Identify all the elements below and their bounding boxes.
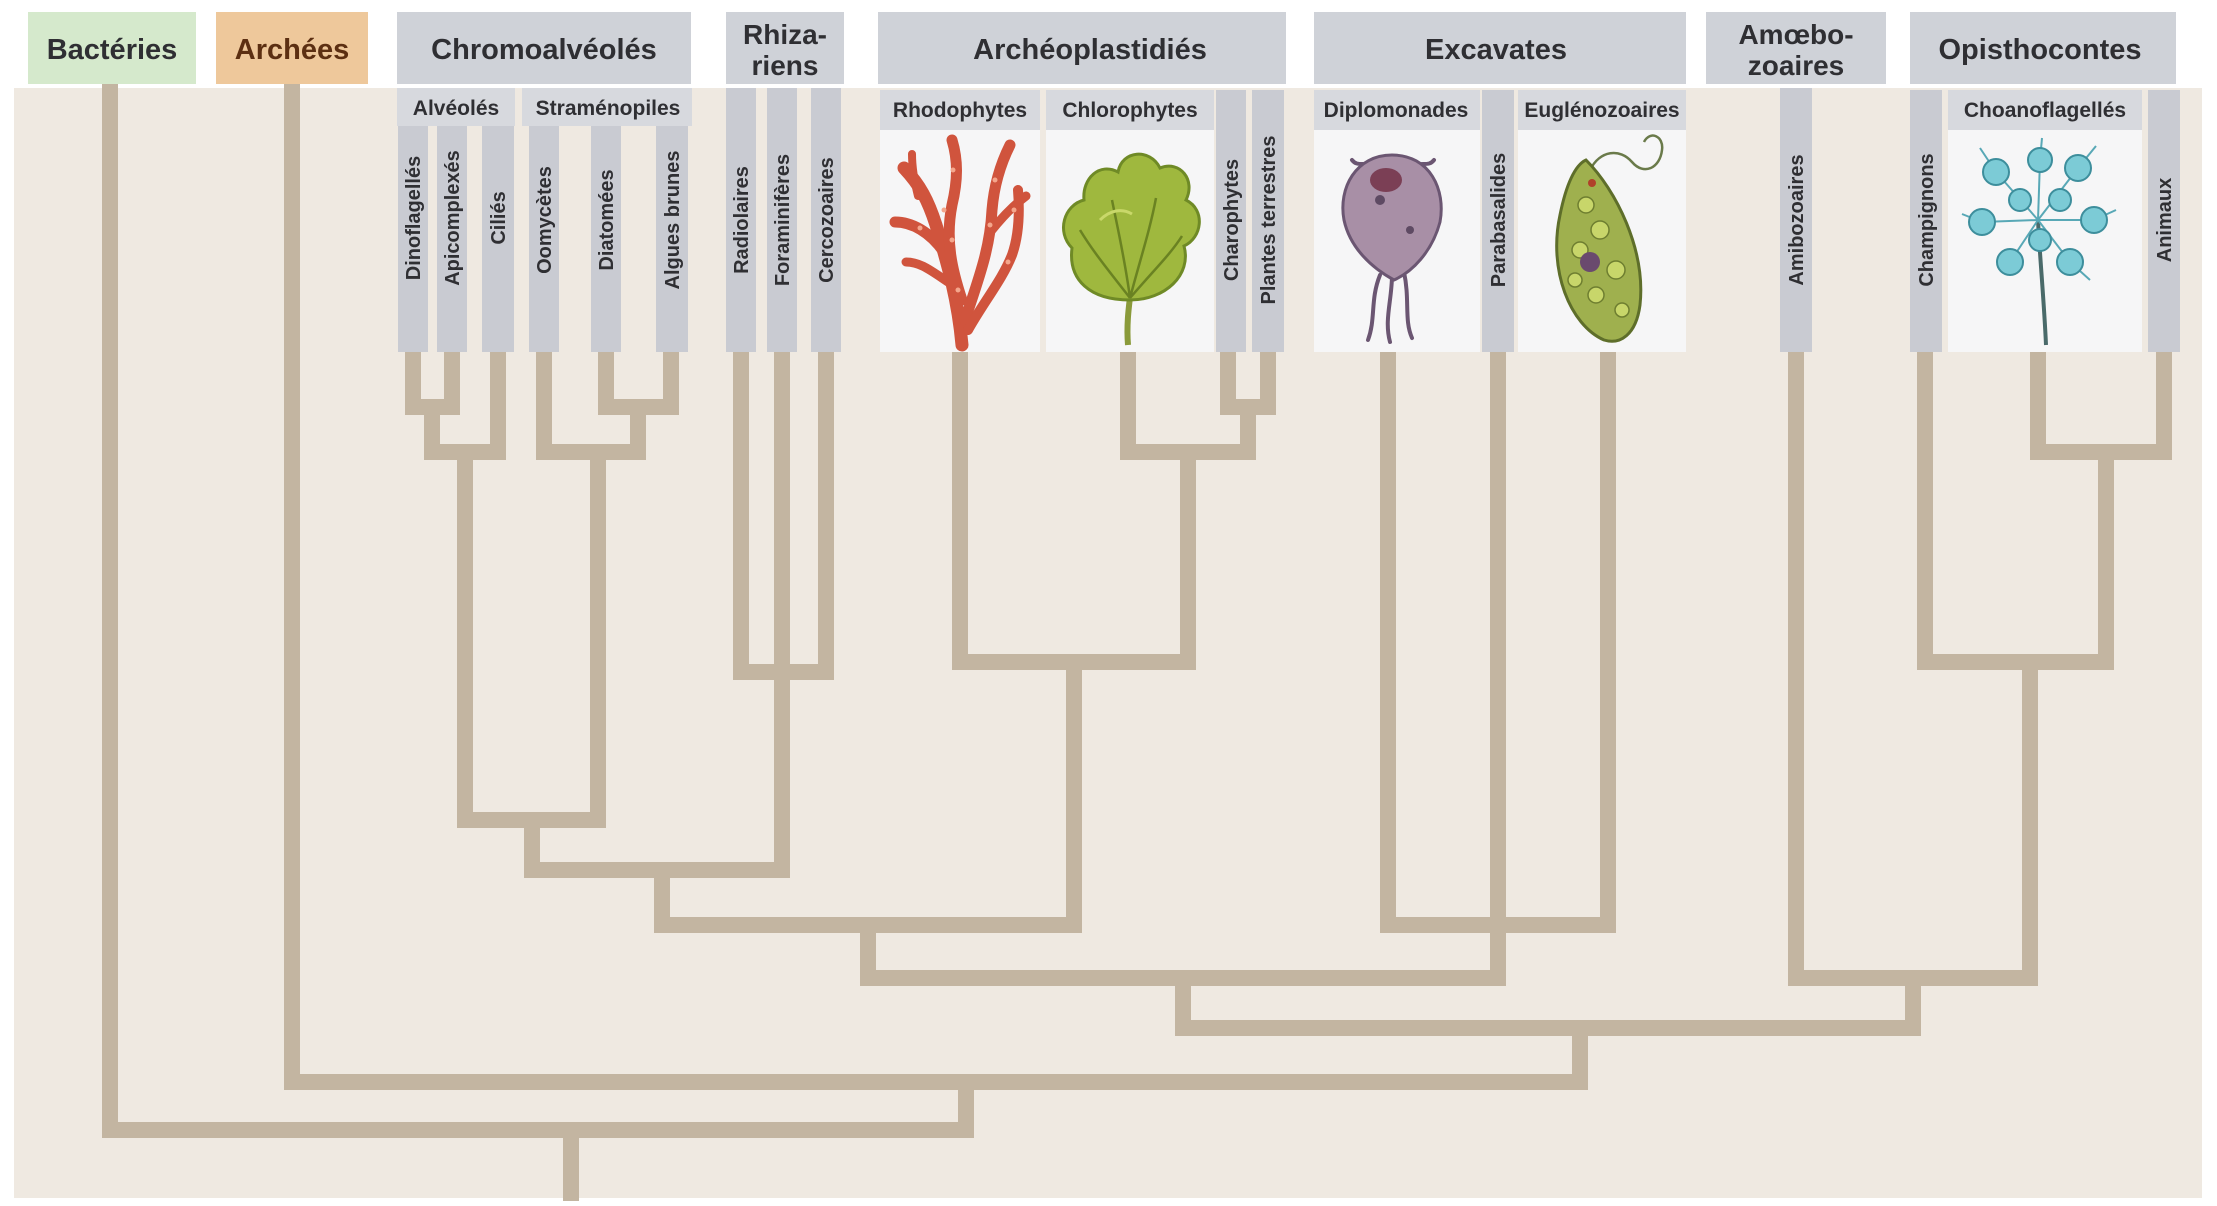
alveolates-label: Alvéolés	[413, 97, 499, 120]
radiolaria-label: Radiolaires	[731, 166, 753, 274]
apicomplexa-label: Apicomplexés	[442, 150, 464, 286]
rhizaria-label-line1: Rhiza-	[743, 19, 827, 50]
amoebozoa-label-line2: zoaires	[1748, 50, 1845, 81]
amoebozoa-label-line1: Amœbo-	[1738, 19, 1853, 50]
charophytes-label: Charophytes	[1221, 159, 1243, 281]
bacteria-label: Bactéries	[47, 34, 178, 66]
rhodophytes-label: Rhodophytes	[893, 99, 1027, 122]
rhizaria-label-line2: riens	[752, 50, 819, 81]
choanoflagellates-label: Choanoflagellés	[1964, 99, 2126, 122]
archaeplastida-label: Archéoplastidiés	[973, 34, 1207, 66]
diplomonads-label: Diplomonades	[1324, 99, 1469, 122]
cercozoa-label: Cercozoaires	[816, 157, 838, 283]
amoebozoa-taxon-label: Amibozoaires	[1786, 154, 1808, 285]
parabasalids-label: Parabasalides	[1488, 153, 1510, 288]
animals-label: Animaux	[2154, 178, 2176, 262]
fungi-label: Champignons	[1916, 153, 1938, 286]
top-headers: Bactéries Archées Chromoalvéolés Rhiza- …	[28, 12, 2176, 84]
dinoflagellates-label: Dinoflagellés	[403, 156, 425, 280]
chlorophytes-label: Chlorophytes	[1062, 99, 1197, 122]
archaea-label: Archées	[235, 34, 349, 66]
chromalveolates-label: Chromoalvéolés	[431, 34, 657, 66]
stramenopiles-label: Straménopiles	[536, 97, 681, 120]
brown-algae-label: Algues brunes	[662, 151, 684, 290]
excavata-label: Excavates	[1425, 34, 1567, 66]
euglenozoa-label: Euglénozoaires	[1524, 99, 1679, 122]
oomycetes-label: Oomycètes	[534, 166, 556, 274]
diatoms-label: Diatomées	[596, 169, 618, 270]
ciliates-label: Ciliés	[488, 191, 510, 244]
foraminifera-label: Foraminifères	[772, 154, 794, 286]
land-plants-label: Plantes terrestres	[1258, 136, 1280, 305]
opisthokonta-label: Opisthocontes	[1938, 34, 2141, 66]
